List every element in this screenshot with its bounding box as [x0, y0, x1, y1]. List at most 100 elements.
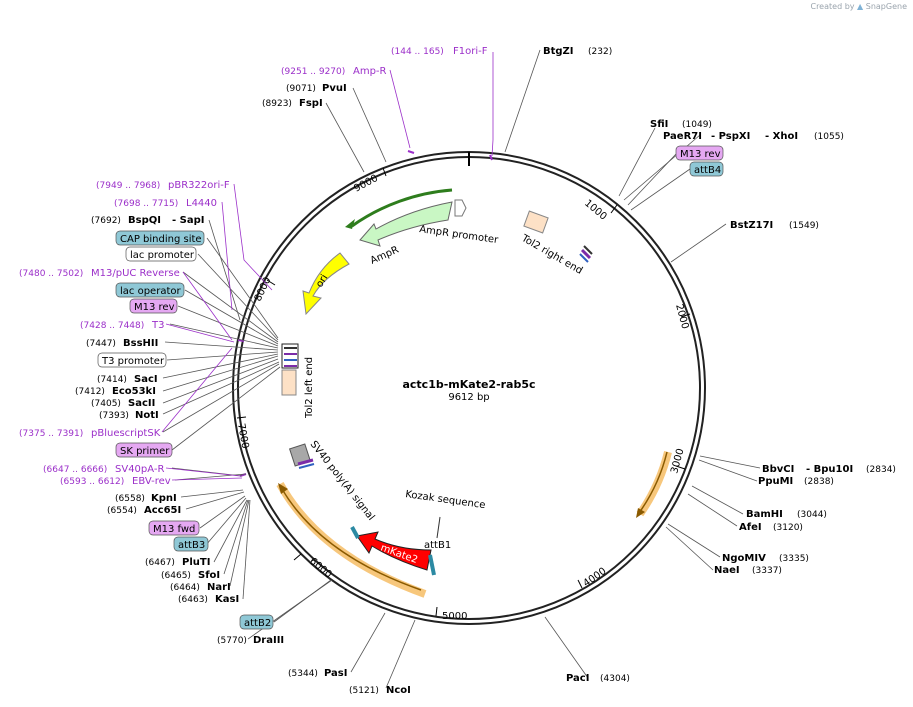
- primer-pbluescript-range: (7375 .. 7391): [19, 429, 83, 439]
- tol2-right-label: Tol2 right end: [519, 233, 585, 277]
- enzyme-btgzi: BtgZI: [543, 46, 574, 57]
- enzyme-labels: BtgZI (232) SfiI (1049) PaeR7I - PspXI -…: [75, 46, 896, 696]
- t3-primer-mark: [237, 339, 245, 342]
- enzyme-sacii-pos: (7405): [91, 399, 121, 409]
- watermark-brand: SnapGene: [865, 2, 907, 11]
- enzyme-ncoi-pos: (5121): [349, 686, 379, 696]
- kozak-label: Kozak sequence: [405, 489, 486, 511]
- right-misc-line: [638, 451, 668, 514]
- enzyme-bamhi-pos: (3044): [797, 510, 827, 520]
- lac-operator-label: lac operator: [120, 286, 181, 297]
- enzyme-bpu10i: - Bpu10I: [806, 464, 853, 475]
- cap-site-label: CAP binding site: [120, 234, 202, 245]
- enzyme-naei-pos: (3337): [752, 566, 782, 576]
- lac-promoter-label: lac promoter: [130, 250, 195, 261]
- t3-promoter-box: [97, 352, 167, 368]
- primer-connectors: [161, 52, 494, 481]
- lac-cluster-box: [281, 343, 299, 369]
- enzyme-ppumi-pos: (2838): [804, 477, 834, 487]
- tol2-right-site: [579, 253, 589, 263]
- enzyme-acc65i: Acc65I: [144, 505, 181, 516]
- tol2-left-feature: [281, 369, 297, 396]
- connector-lines: [162, 49, 761, 689]
- attb3-label: attB3: [178, 540, 205, 551]
- mkate2-feature: [356, 531, 432, 571]
- enzyme-bamhi: BamHI: [746, 509, 783, 520]
- attb4-label: attB4: [694, 165, 721, 176]
- attb2-inner-marker: [350, 526, 360, 539]
- lac-promoter-box: [125, 246, 197, 262]
- m13-rev-right-label: M13 rev: [680, 149, 721, 160]
- cap-site-box: [115, 230, 205, 246]
- enzyme-pvui: PvuI: [322, 83, 347, 94]
- enzyme-sfii-pos: (1049): [682, 120, 712, 130]
- enzyme-noti: NotI: [135, 410, 159, 421]
- primer-sv40pa-range: (6647 .. 6666): [43, 465, 107, 475]
- enzyme-kpni-pos: (6558): [115, 494, 145, 504]
- m13-fwd-box: [148, 520, 200, 536]
- plasmid-name: actc1b-mKate2-rab5c: [402, 378, 535, 391]
- tick-label-2000: 2000: [673, 303, 690, 330]
- tol2-left-label: Tol2 left end: [304, 357, 315, 419]
- enzyme-afei-pos: (3120): [773, 523, 803, 533]
- lac-operator-box: [115, 282, 185, 298]
- enzyme-sfoi: SfoI: [198, 570, 220, 581]
- misc-feature-arrowhead: [278, 483, 288, 494]
- enzyme-bbvci-pos: (2834): [866, 465, 896, 475]
- enzyme-ngomiv-pos: (3335): [779, 554, 809, 564]
- sv40-site-mark: [298, 463, 315, 469]
- primer-pbr322ori-range: (7949 .. 7968): [96, 181, 160, 191]
- ampr-promoter-arrow: [454, 199, 467, 217]
- enzyme-bsshii: BssHII: [123, 338, 158, 349]
- ampr-line-feature: [351, 188, 453, 228]
- sv40-primer-mark: [297, 458, 314, 466]
- enzyme-eco53ki: Eco53kI: [112, 386, 156, 397]
- t3-promoter-label: T3 promoter: [101, 356, 165, 367]
- enzyme-draiii-pos: (5770): [217, 636, 247, 646]
- attb3-box: [173, 536, 209, 552]
- enzyme-sacii: SacII: [128, 398, 155, 409]
- primer-sv40pa: SV40pA-R: [115, 464, 164, 475]
- tick-label-5000: 5000: [442, 611, 467, 622]
- primer-labels: (144 .. 165) F1ori-F (9251 .. 9270) Amp-…: [19, 46, 488, 487]
- primer-pbluescript: pBluescriptSK: [91, 428, 161, 439]
- enzyme-saci: SacI: [134, 374, 158, 385]
- tick-marks: [236, 167, 691, 617]
- enzyme-paci-pos: (4304): [600, 674, 630, 684]
- plasmid-length: 9612 bp: [448, 392, 489, 403]
- snapgene-logo: ▲: [857, 2, 864, 11]
- enzyme-nari-pos: (6464): [170, 583, 200, 593]
- enzyme-nari: NarI: [207, 582, 231, 593]
- tick-label-8000: 8000: [253, 276, 274, 304]
- misc-feature-line: [281, 488, 422, 591]
- m13-rev-left-box: [129, 298, 178, 314]
- primer-t3: T3: [151, 320, 164, 331]
- attb2-box: [239, 614, 274, 630]
- ori-feature: [302, 252, 350, 316]
- ampr-label: AmpR: [369, 245, 401, 267]
- m13-rev-left-label: M13 rev: [134, 302, 175, 313]
- ampr-primer-mark: [407, 150, 415, 154]
- snapgene-watermark: Created by ▲ SnapGene: [810, 2, 907, 11]
- primer-l4440-range: (7698 .. 7715): [114, 199, 178, 209]
- enzyme-sfii: SfiI: [650, 119, 668, 130]
- primer-m13puc: M13/pUC Reverse: [91, 268, 180, 279]
- enzyme-fspi-pos: (8923): [262, 99, 292, 109]
- enzyme-kasi: KasI: [215, 594, 239, 605]
- enzyme-paci: PacI: [566, 673, 589, 684]
- sk-primer-box: [115, 442, 173, 458]
- primer-m13puc-range: (7480 .. 7502): [19, 269, 83, 279]
- kozak-pointer: [436, 516, 441, 539]
- enzyme-paer7i: PaeR7I: [663, 131, 702, 142]
- tol2-right-feature: [523, 210, 549, 234]
- primer-t3-range: (7428 .. 7448): [80, 321, 144, 331]
- enzyme-fspi: FspI: [299, 98, 323, 109]
- enzyme-pasi-pos: (5344): [288, 669, 318, 679]
- enzyme-pluti-pos: (6467): [145, 558, 175, 568]
- primer-f1ori: F1ori-F: [453, 46, 488, 57]
- enzyme-paer7i-pos: (1055): [814, 132, 844, 142]
- watermark-prefix: Created by: [810, 2, 855, 11]
- enzyme-sapi: - SapI: [172, 215, 204, 226]
- attb2-label: attB2: [244, 618, 271, 629]
